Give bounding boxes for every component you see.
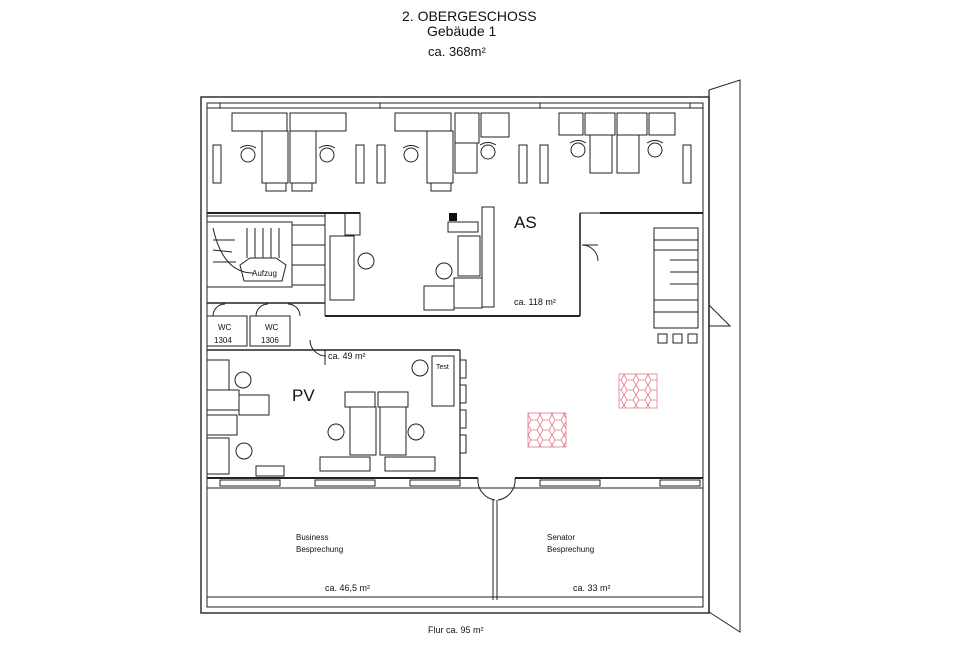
room-label-as: AS <box>514 213 537 232</box>
wc-label: WC <box>218 323 232 332</box>
hatched-area <box>618 373 658 409</box>
hatched-area <box>527 412 567 448</box>
room-area-senator: ca. 33 m² <box>573 583 611 593</box>
office-chair <box>239 145 336 163</box>
wc-number: 1304 <box>214 336 232 345</box>
total-area-label: ca. 368m² <box>428 44 486 59</box>
power-outlet-icon <box>449 213 457 221</box>
room-label-senator-2: Besprechung <box>547 545 594 554</box>
room-label-test: Test <box>436 364 449 371</box>
as-room-walls <box>324 212 625 317</box>
room-label-pv: PV <box>292 386 315 405</box>
meeting-room-divider <box>207 500 703 600</box>
double-door <box>477 477 516 501</box>
room-area-pv: ca. 49 m² <box>328 351 366 361</box>
corridor-area-label: Flur ca. 95 m² <box>428 625 484 635</box>
wc-label: WC <box>265 323 279 332</box>
elevator-label: Aufzug <box>252 269 277 278</box>
plan-title: 2. OBERGESCHOSS <box>402 8 537 24</box>
room-area-as: ca. 118 m² <box>514 297 556 307</box>
wc-number: 1306 <box>261 336 279 345</box>
as-furniture <box>329 206 495 311</box>
desk-group-top-middle <box>394 112 549 192</box>
building-label: Gebäude 1 <box>427 23 497 39</box>
desk-group-top-left <box>212 112 386 192</box>
pv-furniture <box>206 355 467 477</box>
top-window-band <box>207 103 703 109</box>
desk-group-top-right <box>558 112 692 184</box>
right-stairwell <box>653 227 732 344</box>
elevator-symbol <box>239 257 287 282</box>
wc-block <box>206 302 325 347</box>
stairwell <box>206 221 325 288</box>
outer-walls <box>200 79 741 633</box>
room-area-business: ca. 46,5 m² <box>325 583 370 593</box>
office-chair <box>569 140 664 158</box>
corridor-wall <box>207 477 703 489</box>
room-label-senator-1: Senator <box>547 533 575 542</box>
room-label-business-1: Business <box>296 533 328 542</box>
office-chair <box>402 142 497 163</box>
room-label-business-2: Besprechung <box>296 545 343 554</box>
